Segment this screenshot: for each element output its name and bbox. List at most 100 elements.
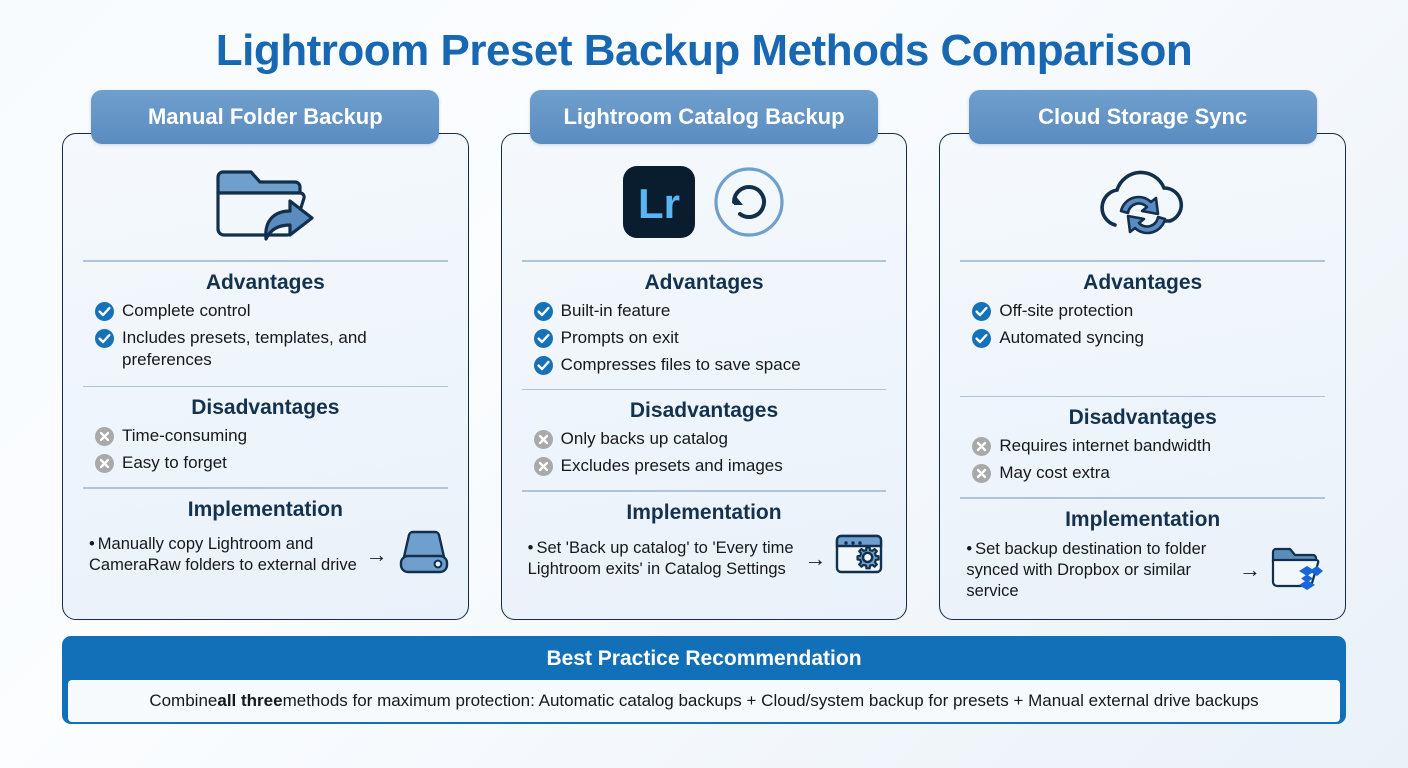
list-item: Time-consuming — [95, 425, 452, 447]
dropbox-folder-icon — [1269, 542, 1329, 599]
method-card-lightroom-catalog-backup: Lightroom Catalog Backup Lr — [500, 90, 908, 620]
list-item: May cost extra — [972, 462, 1329, 484]
bullet: • — [89, 535, 95, 553]
advantages-heading: Advantages — [1083, 270, 1203, 294]
list-item: Automated syncing — [972, 327, 1329, 349]
cross-circle-icon — [533, 430, 553, 449]
check-circle-icon — [972, 301, 992, 321]
implementation-row-manual: •Manually copy Lightroom and CameraRaw f… — [79, 529, 452, 582]
list-item-label: Includes presets, templates, and prefere… — [122, 327, 367, 369]
advantages-list-manual: Complete control Includes presets, templ… — [79, 300, 452, 376]
browser-settings-gear-icon — [834, 532, 890, 587]
cross-circle-icon — [533, 457, 553, 476]
check-circle-icon — [95, 328, 114, 348]
implementation-row-catalog: •Set 'Back up catalog' to 'Every time Li… — [518, 532, 891, 587]
bullet: • — [966, 539, 973, 558]
divider — [521, 260, 887, 262]
implementation-text-wrap: •Manually copy Lightroom and CameraRaw f… — [89, 534, 358, 576]
banner-body-suffix: methods for maximum protection: Automati… — [282, 691, 1259, 710]
divider — [83, 260, 448, 262]
cross-circle-icon — [972, 464, 992, 483]
list-item: Compresses files to save space — [533, 354, 891, 376]
implementation-text: Set 'Back up catalog' to 'Every time Lig… — [527, 539, 794, 578]
divider — [960, 497, 1326, 499]
check-circle-icon — [533, 301, 553, 321]
list-item: Excludes presets and images — [533, 455, 891, 477]
arrow-icon: → — [1239, 557, 1262, 582]
restore-rotate-icon — [711, 164, 787, 245]
icon-area-manual — [79, 156, 452, 252]
list-item: Only backs up catalog — [533, 428, 891, 450]
cross-circle-icon — [95, 427, 114, 446]
advantages-list-cloud: Off-site protection Automated syncing — [956, 300, 1329, 354]
list-item-label: Complete control — [122, 300, 251, 320]
list-item-label: Prompts on exit — [560, 327, 679, 347]
svg-text:Lr: Lr — [638, 180, 680, 227]
card-header-cloud-storage-sync: Cloud Storage Sync — [968, 90, 1317, 144]
lightroom-lr-logo-icon: Lr — [621, 164, 697, 245]
list-item-label: Automated syncing — [999, 327, 1144, 347]
list-item-label: Only backs up catalog — [560, 429, 728, 448]
list-item-label: Requires internet bandwidth — [999, 436, 1212, 455]
list-item-label: Built-in feature — [560, 300, 671, 320]
best-practice-banner: Best Practice Recommendation Combine all… — [62, 636, 1346, 724]
implementation-text: Manually copy Lightroom and CameraRaw fo… — [89, 535, 357, 574]
card-header-lightroom-catalog-backup: Lightroom Catalog Backup — [530, 90, 878, 144]
disadvantages-list-cloud: Requires internet bandwidth May cost ext… — [956, 435, 1329, 489]
external-hard-drive-icon — [396, 529, 452, 582]
divider — [960, 260, 1326, 262]
list-item: Prompts on exit — [533, 327, 891, 349]
cross-circle-icon — [95, 454, 114, 473]
disadvantages-heading: Disadvantages — [629, 399, 779, 422]
card-header-manual-folder-backup: Manual Folder Backup — [91, 90, 440, 144]
method-card-cloud-storage-sync: Cloud Storage Sync Advantages — [939, 90, 1347, 620]
arrow-icon: → — [804, 546, 827, 571]
banner-body-prefix: Combine — [149, 691, 218, 710]
list-item: Easy to forget — [95, 452, 452, 474]
check-circle-icon — [95, 301, 114, 321]
implementation-heading: Implementation — [1065, 507, 1221, 531]
list-item-label: May cost extra — [999, 463, 1110, 482]
arrow-icon: → — [365, 542, 388, 567]
cloud-sync-icon — [1085, 157, 1201, 252]
list-item-label: Off-site protection — [999, 300, 1134, 320]
list-item-label: Time-consuming — [122, 426, 248, 445]
disadvantages-heading: Disadvantages — [1068, 406, 1217, 429]
disadvantages-heading: Disadvantages — [191, 396, 340, 419]
implementation-heading: Implementation — [626, 500, 782, 524]
implementation-text-wrap: •Set backup destination to folder synced… — [966, 539, 1231, 602]
list-item: Built-in feature — [533, 300, 891, 322]
list-item: Requires internet bandwidth — [972, 435, 1329, 457]
page-title: Lightroom Preset Backup Methods Comparis… — [215, 26, 1193, 75]
implementation-text-wrap: •Set 'Back up catalog' to 'Every time Li… — [528, 538, 797, 580]
list-item-label: Easy to forget — [122, 453, 227, 472]
method-card-manual-folder-backup: Manual Folder Backup Advantages — [62, 90, 469, 620]
divider — [83, 487, 448, 489]
divider — [521, 490, 887, 492]
comparison-columns: Manual Folder Backup Advantages — [0, 90, 1408, 620]
check-circle-icon — [533, 355, 553, 375]
bullet: • — [527, 539, 534, 557]
check-circle-icon — [972, 328, 992, 348]
disadvantages-list-manual: Time-consuming Easy to forget — [79, 425, 452, 479]
divider — [83, 385, 448, 387]
folder-share-icon — [210, 159, 320, 250]
banner-body: Combine all three methods for maximum pr… — [68, 680, 1340, 722]
list-item: Off-site protection — [972, 300, 1329, 322]
banner-body-emphasis: all three — [217, 691, 283, 710]
implementation-row-cloud: •Set backup destination to folder synced… — [956, 539, 1329, 602]
advantages-heading: Advantages — [205, 270, 325, 294]
banner-title: Best Practice Recommendation — [64, 638, 1344, 680]
icon-area-catalog: Lr — [518, 156, 891, 252]
list-item: Includes presets, templates, and prefere… — [95, 327, 452, 371]
list-item-label: Excludes presets and images — [560, 456, 783, 475]
list-item: Complete control — [95, 300, 452, 322]
advantages-list-catalog: Built-in feature Prompts on exit Compres… — [518, 300, 891, 381]
icon-area-cloud — [956, 156, 1329, 252]
check-circle-icon — [533, 328, 553, 348]
disadvantages-list-catalog: Only backs up catalog Excludes presets a… — [518, 428, 891, 482]
cross-circle-icon — [972, 437, 992, 456]
implementation-heading: Implementation — [187, 497, 343, 521]
divider — [960, 395, 1326, 397]
divider — [521, 388, 887, 390]
